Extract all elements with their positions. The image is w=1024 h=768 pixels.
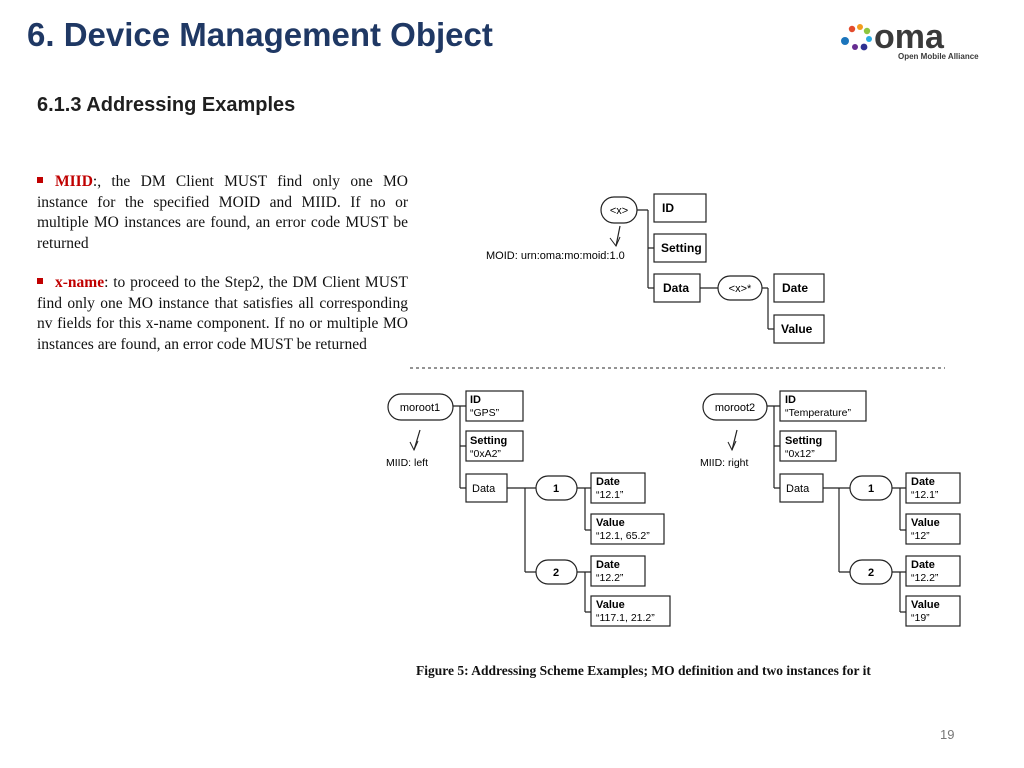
inst1-setting-value: “0xA2”: [470, 448, 501, 460]
logo-tagline: Open Mobile Alliance: [898, 52, 979, 61]
bullet-text: : to proceed to the Step2, the DM Client…: [37, 274, 408, 353]
inst2-miid-note: MIID: right: [700, 457, 749, 469]
def-value-node: Value: [781, 322, 813, 336]
inst2-setting-label: Setting: [785, 435, 822, 447]
bullet-keyword: x-name: [55, 274, 105, 291]
inst1-root-node: moroot1: [400, 402, 440, 414]
inst1-value1-value: “12.1, 65.2”: [596, 530, 650, 542]
inst1-value2-label: Value: [596, 599, 625, 611]
inst2-setting-value: “0x12”: [785, 448, 815, 460]
inst2-date2-label: Date: [911, 559, 935, 571]
mo-definition: <x> MOID: urn:oma:mo:moid:1.0 ID Setting…: [486, 193, 825, 344]
oma-logo: oma Open Mobile Alliance: [841, 18, 979, 61]
inst1-data-node: Data: [472, 483, 496, 495]
logo-text: oma: [874, 18, 945, 56]
figure-caption: Figure 5: Addressing Scheme Examples; MO…: [416, 663, 871, 678]
inst1-date1-label: Date: [596, 476, 620, 488]
bullet-text: :, the DM Client MUST find only one MO i…: [37, 173, 408, 252]
def-x-node: <x>*: [729, 283, 752, 295]
page-number: 19: [940, 727, 955, 742]
inst2-date1-value: “12.1”: [911, 489, 939, 501]
def-date-node: Date: [782, 281, 808, 295]
inst2-root-node: moroot2: [715, 402, 755, 414]
inst1-id-label: ID: [470, 394, 481, 406]
page-title: 6. Device Management Object: [27, 16, 493, 53]
inst2-date1-label: Date: [911, 476, 935, 488]
inst2-node-1: 1: [868, 483, 874, 495]
def-root-node: <x>: [610, 205, 628, 217]
bullet-x-name: x-name: to proceed to the Step2, the DM …: [37, 273, 408, 355]
inst1-setting-label: Setting: [470, 435, 507, 447]
bullet-miid: MIID:, the DM Client MUST find only one …: [37, 172, 408, 254]
inst1-node-2: 2: [553, 567, 559, 579]
inst1-date1-value: “12.1”: [596, 489, 624, 501]
bullet-icon: [37, 177, 43, 184]
inst2-id-value: “Temperature”: [785, 407, 851, 419]
inst1-value2-value: “117.1, 21.2”: [596, 612, 655, 624]
mo-instance-right: moroot2 MIID: right ID “Temperature” Set…: [700, 390, 961, 627]
inst2-data-node: Data: [786, 483, 810, 495]
def-data-node: Data: [663, 281, 689, 295]
inst2-value2-value: “19”: [911, 612, 930, 624]
inst1-date2-label: Date: [596, 559, 620, 571]
section-subtitle: 6.1.3 Addressing Examples: [37, 94, 296, 116]
addressing-diagram: <x> MOID: urn:oma:mo:moid:1.0 ID Setting…: [386, 193, 961, 678]
inst1-node-1: 1: [553, 483, 559, 495]
def-setting-node: Setting: [661, 241, 702, 255]
inst1-id-value: “GPS”: [470, 407, 500, 419]
mo-instance-left: moroot1 MIID: left ID “GPS” Setting “0xA…: [386, 390, 671, 627]
inst2-value1-label: Value: [911, 517, 940, 529]
inst1-date2-value: “12.2”: [596, 572, 624, 584]
inst2-date2-value: “12.2”: [911, 572, 939, 584]
inst2-value2-label: Value: [911, 599, 940, 611]
def-id-node: ID: [662, 201, 674, 215]
inst2-value1-value: “12”: [911, 530, 930, 542]
bullet-icon: [37, 278, 43, 285]
inst1-value1-label: Value: [596, 517, 625, 529]
inst2-node-2: 2: [868, 567, 874, 579]
logo-mark-icon: [841, 24, 872, 51]
def-moid-note: MOID: urn:oma:mo:moid:1.0: [486, 250, 625, 262]
inst1-miid-note: MIID: left: [386, 457, 428, 469]
inst2-id-label: ID: [785, 394, 796, 406]
bullet-keyword: MIID: [55, 173, 93, 190]
